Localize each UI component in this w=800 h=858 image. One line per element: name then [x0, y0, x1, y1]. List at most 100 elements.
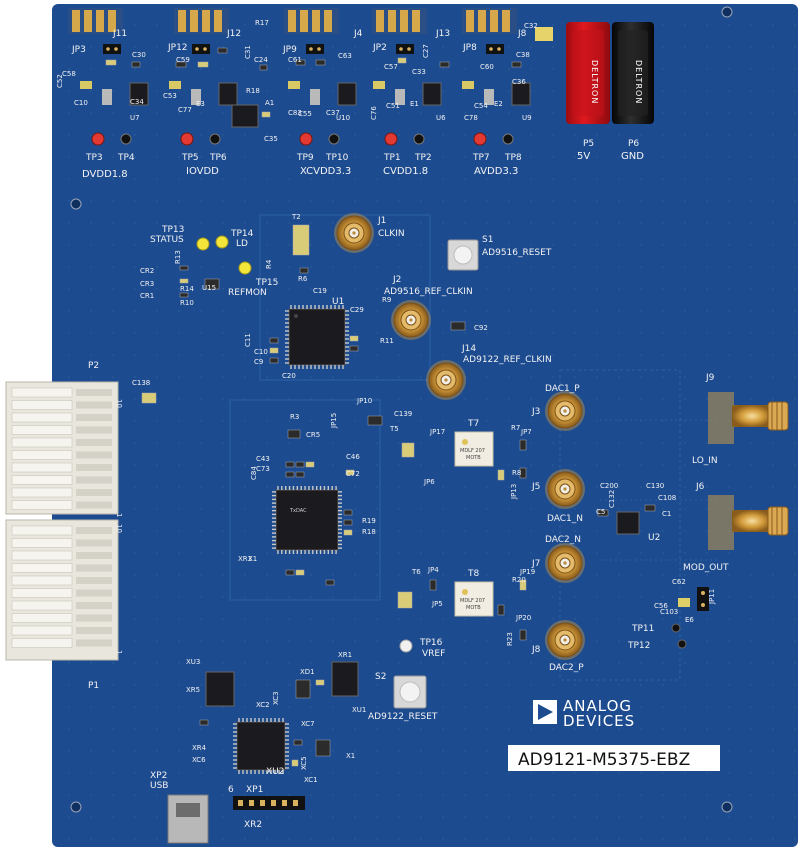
refdes-label: XC2: [256, 701, 270, 709]
regulator-ref: U10: [336, 114, 350, 122]
sma-jack-2[interactable]: [391, 300, 431, 340]
button-ad9516-reset[interactable]: [447, 239, 479, 271]
top-jumper-5[interactable]: [486, 44, 504, 54]
sma-jack-7[interactable]: [545, 620, 585, 660]
refdes-label: T6: [411, 568, 421, 576]
top-jumper-2[interactable]: [192, 44, 210, 54]
power-jack-gnd[interactable]: DELTRON: [612, 22, 654, 124]
regulator-ref: U9: [522, 114, 532, 122]
top-header-3[interactable]: [284, 8, 339, 34]
sma-jack-3[interactable]: [426, 360, 466, 400]
top-header-2[interactable]: [174, 8, 229, 34]
svg-text:MOTB: MOTB: [466, 605, 481, 611]
indicator-label: REFMON: [228, 288, 267, 298]
sma-jack-1[interactable]: [334, 213, 374, 253]
smd-part: [141, 392, 157, 404]
refdes-label: C54: [474, 102, 488, 110]
top-header-4[interactable]: [372, 8, 427, 34]
top-header-1[interactable]: [68, 8, 123, 34]
refdes-label: R6: [298, 275, 308, 283]
edge-pin: 1: [115, 650, 123, 654]
refdes-label: C103: [660, 608, 678, 616]
refdes-label: XR4: [192, 744, 207, 752]
smd-part: [292, 224, 310, 256]
chip-ref: U2: [648, 533, 660, 543]
power-jack-gnd-brand: DELTRON: [634, 60, 643, 104]
sma-jack-4[interactable]: [545, 391, 585, 431]
smd-part: [204, 278, 220, 290]
refdes-label: XD1: [300, 668, 315, 676]
refdes-label: C55: [298, 110, 312, 118]
indicator-ref: TP16: [419, 638, 443, 648]
jumper-jp11[interactable]: [697, 587, 709, 611]
jumper-label: JP3: [71, 45, 86, 55]
chip-ref: XU2: [266, 767, 284, 777]
edge-pin: 10: [115, 524, 123, 533]
top-jumper-4[interactable]: [396, 44, 414, 54]
smd-part: [401, 442, 415, 458]
refdes-label: XC3: [272, 691, 280, 705]
smd-part: [349, 335, 359, 342]
part-number-label: AD9121-M5375-EBZ: [508, 745, 720, 771]
refdes-label: C62: [672, 578, 686, 586]
sma-edge-lo-in[interactable]: [708, 392, 789, 444]
refdes-label: C51: [386, 102, 400, 110]
smd-part: [285, 471, 295, 478]
smd-part: [343, 509, 353, 516]
capacitor-c56: [678, 598, 690, 607]
smd-part: [519, 439, 527, 451]
sma-edge-mod-out[interactable]: [708, 495, 789, 550]
refdes-label: JP13: [510, 484, 518, 500]
led-status: [196, 237, 210, 251]
jack-ref: P5: [583, 139, 594, 149]
usb-connector[interactable]: [167, 794, 209, 844]
edge-connector-p1[interactable]: [5, 519, 119, 661]
refdes-label: JP4: [427, 566, 439, 574]
refdes-label: R7: [511, 424, 520, 432]
refdes-label: C43: [256, 455, 270, 463]
edge-connector-p2[interactable]: [5, 381, 119, 515]
refdes-label: C5: [596, 508, 605, 516]
testpoint-label: TP2: [414, 153, 432, 163]
indicator-label: STATUS: [150, 235, 184, 245]
smd-part: [315, 739, 331, 757]
testpoint-label: TP3: [85, 153, 103, 163]
smd-part: [179, 292, 189, 298]
smd-part: [295, 471, 305, 478]
jumper-label: JP9: [282, 45, 297, 55]
header-xp1[interactable]: [233, 796, 305, 810]
header-ref: XP1: [246, 785, 263, 795]
smd-part: [291, 759, 299, 767]
button-ref: S2: [375, 672, 386, 682]
refdes-label: XR5: [186, 686, 200, 694]
refdes-label: A1: [265, 99, 274, 107]
regulator-block-2: [169, 81, 238, 146]
top-jumper-3[interactable]: [306, 44, 324, 54]
ic-u1: [285, 305, 349, 369]
power-jack-5v[interactable]: DELTRON: [566, 22, 610, 124]
top-header-5[interactable]: [462, 8, 517, 34]
smd-part: [269, 357, 279, 364]
transformer-t7: MDLF 207 MOTB: [454, 431, 494, 467]
smd-part: [261, 111, 271, 118]
top-jumper-1[interactable]: [103, 44, 121, 54]
sma-jack-6[interactable]: [545, 543, 585, 583]
testpoint-label: TP1: [383, 153, 401, 163]
sma-jacks: [334, 213, 585, 660]
ic-xu1: [331, 661, 359, 697]
testpoint-label: TP9: [296, 153, 314, 163]
smd-part: [259, 64, 268, 71]
smd-part: [597, 509, 609, 517]
ic-txdac: TxDAC: [272, 486, 342, 554]
button-ad9122-reset[interactable]: [393, 675, 427, 709]
smd-part: [367, 415, 383, 426]
mounting-holes: [70, 6, 733, 813]
refdes-label: XC7: [301, 720, 315, 728]
refdes-label: R10: [180, 299, 194, 307]
regulator-ref: E3: [196, 100, 205, 108]
refdes-label: R11: [380, 337, 394, 345]
sma-jack-5[interactable]: [545, 469, 585, 509]
sma-label: AD9516_REF_CLKIN: [384, 287, 473, 297]
